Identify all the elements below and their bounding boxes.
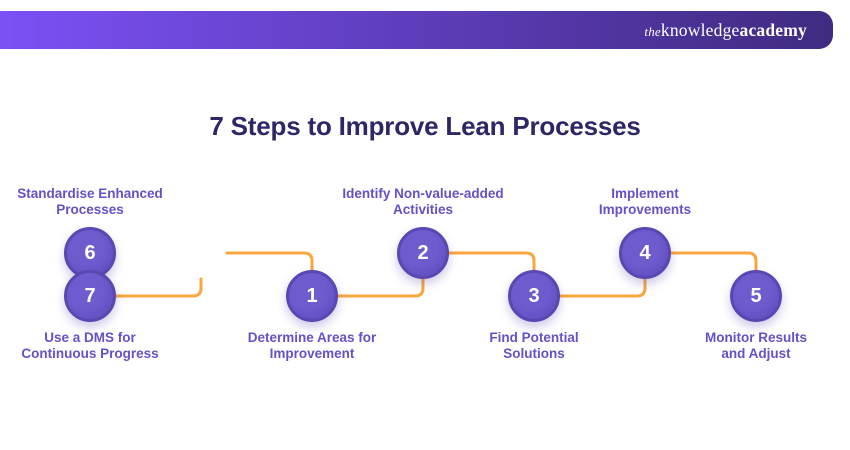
step-number: 5 [750, 285, 762, 307]
logo-academy: academy [739, 19, 807, 40]
step-number: 6 [84, 242, 96, 264]
step-label: Identify Non-value-added Activities [333, 186, 513, 219]
step-circle: 2 [397, 227, 449, 279]
header-bar: theknowledgeacademy [0, 11, 833, 49]
step-circle: 4 [619, 227, 671, 279]
step-label-line: Improvements [598, 202, 692, 218]
step-label-line: Find Potential [489, 330, 579, 345]
logo-the: the [644, 23, 661, 39]
step-item-4: Implement Improvements 4 [555, 0, 735, 450]
step-item-5: 5 Monitor Results and Adjust [666, 0, 846, 450]
step-circle: 5 [730, 270, 782, 322]
step-label-line: Monitor Results [704, 330, 807, 345]
logo-knowledge: knowledge [660, 19, 740, 40]
step-label-line: Activities [392, 202, 454, 218]
step-item-3: 3 Find Potential Solutions [444, 0, 624, 450]
step-label: Standardise Enhanced Processes [0, 186, 180, 219]
step-item-1: 1 Determine Areas for Improvement [222, 0, 402, 450]
page-title: 7 Steps to Improve Lean Processes [209, 111, 641, 141]
step-label: Determine Areas for Improvement [222, 330, 402, 363]
step-number: 3 [528, 285, 540, 307]
step-label: Monitor Results and Adjust [666, 330, 846, 363]
step-label-line: Implement [611, 186, 679, 201]
brand-logo: theknowledgeacademy [644, 20, 807, 41]
step-number: 7 [84, 285, 96, 307]
step-label-line: Solutions [503, 346, 565, 362]
step-label-line: and Adjust [721, 346, 791, 362]
step-label: Find Potential Solutions [444, 330, 624, 363]
step-label: Use a DMS for Continuous Progress [0, 330, 180, 363]
step-label-line: Standardise Enhanced [17, 186, 163, 201]
step-label-line: Determine Areas for [247, 330, 377, 345]
step-label-line: Continuous Progress [21, 346, 159, 362]
step-item-2: Identify Non-value-added Activities 2 [333, 0, 513, 450]
step-label-line: Identify Non-value-added [342, 186, 504, 201]
step-label: Implement Improvements [555, 186, 735, 219]
step-circle: 7 [64, 270, 116, 322]
step-circle: 3 [508, 270, 560, 322]
step-number: 1 [306, 285, 318, 307]
step-label-line: Processes [56, 202, 124, 218]
step-label-line: Use a DMS for [44, 330, 136, 345]
step-item-7: 7 Use a DMS for Continuous Progress [0, 0, 180, 450]
step-label-line: Improvement [269, 346, 355, 362]
step-circle: 1 [286, 270, 338, 322]
step-number: 4 [639, 242, 651, 264]
step-number: 2 [417, 242, 429, 264]
